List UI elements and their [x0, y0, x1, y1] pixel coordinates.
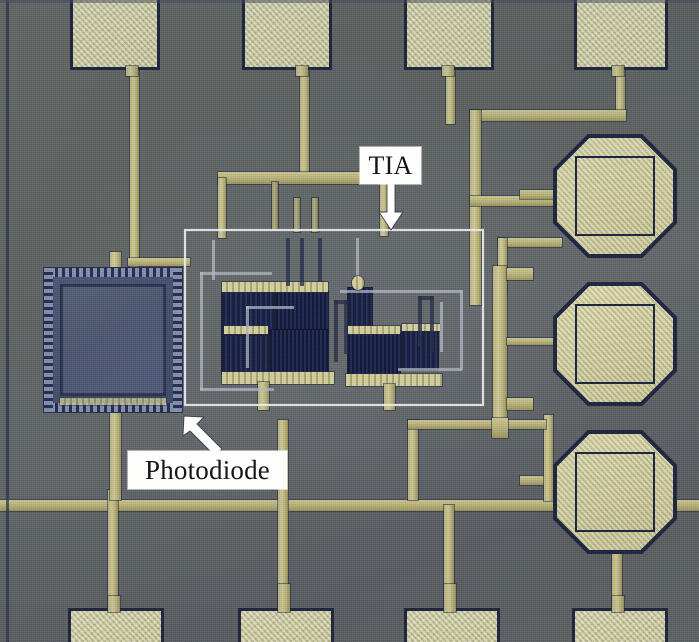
bottom-pad-3-stem: [444, 584, 456, 612]
trace-right-bus-horizontal: [470, 110, 626, 121]
oct-pad-middle-inner: [575, 304, 655, 384]
metal-r-stem: [384, 384, 395, 410]
wire-tia-dark-2: [300, 238, 304, 286]
trace-oct-bottom-feed: [520, 476, 558, 485]
trace-right-bus-inner-foot: [498, 238, 562, 247]
top-pad-1: [70, 0, 160, 70]
photodiode-contact-ring-right: [173, 268, 182, 412]
feedback-resistor-left: [334, 300, 338, 362]
trace-tia-bus-left-leg: [218, 178, 226, 238]
top-pad-3: [404, 0, 494, 70]
wire-tia-dark-1: [286, 238, 290, 286]
metal-cap-l-bottom: [222, 372, 334, 384]
bottom-pad-4-stem: [612, 596, 624, 612]
trace-tia-bus-mid-leg-2: [294, 198, 300, 232]
transistor-block-l3: [222, 336, 268, 374]
transistor-block-r2: [348, 334, 400, 376]
trace-photodiode-left-bus: [128, 258, 190, 266]
trace-lower-vertical-3: [408, 420, 418, 500]
photodiode-contact-ring-bottom: [44, 403, 182, 412]
tia-callout-label: TIA: [360, 147, 421, 184]
trace-center-to-oct-middle: [507, 338, 557, 345]
trace-photodiode-bottom-feed: [110, 408, 121, 500]
wire-tia-f: [398, 368, 462, 371]
bottom-pad-1: [68, 608, 164, 642]
photodiode-contact-ring-left: [44, 268, 53, 412]
bottom-pad-2: [238, 608, 334, 642]
trace-lower-vertical-6: [544, 415, 553, 501]
trace-top-pad-2-drop: [300, 68, 309, 172]
wire-tia-dark-3: [318, 238, 322, 282]
trace-tia-bus-right-leg: [380, 178, 388, 236]
top-pad-1-stem: [126, 66, 138, 76]
bottom-pad-4: [572, 608, 668, 642]
trace-top-pad-1-drop: [130, 68, 139, 383]
trace-tia-bus-mid-leg-3: [312, 198, 318, 232]
photodiode-guard-ring-right: [163, 284, 166, 396]
trace-lower-vertical-4: [444, 505, 454, 608]
trace-photodiode-top-feed: [110, 252, 121, 276]
metal-cap-r-mid: [348, 326, 400, 334]
trace-tia-bus-mid-leg: [272, 182, 278, 230]
feedback-resistor-left-top: [334, 300, 348, 304]
wire-tia-b: [200, 272, 272, 275]
trace-oct-top-feed: [520, 190, 558, 199]
trace-lower-vertical-5: [612, 505, 622, 608]
feedback-resistor-right-top: [418, 296, 434, 300]
metal-l-stem: [258, 382, 269, 410]
tia-label-text: TIA: [368, 150, 413, 180]
trace-tia-top-bus: [218, 172, 388, 184]
transistor-block-l4: [270, 330, 328, 374]
trace-top-pad-3-drop: [446, 68, 455, 124]
wire-tia-k: [212, 240, 215, 280]
top-pad-2-stem: [296, 66, 308, 76]
feedback-resistor-left-b: [344, 300, 348, 354]
bottom-pad-1-stem: [108, 596, 120, 612]
trace-lower-vertical-1: [108, 490, 118, 608]
bottom-pad-3: [404, 608, 500, 642]
trace-right-bus-vertical: [470, 110, 481, 305]
top-pad-4: [574, 0, 668, 70]
wire-tia-g: [440, 302, 443, 352]
wire-tia-a: [200, 272, 203, 390]
photodiode-callout-label: Photodiode: [128, 451, 287, 489]
die-left-edge: [6, 0, 9, 642]
oct-pad-bottom-inner: [575, 452, 655, 532]
top-pad-2: [242, 0, 332, 70]
oct-pad-top-inner: [575, 156, 655, 236]
photodiode-label-text: Photodiode: [144, 454, 270, 485]
trace-center-bar-stub-lower: [507, 398, 533, 410]
trace-lower-vertical-2: [278, 420, 288, 608]
feedback-resistor-right-b: [430, 296, 434, 352]
photodiode-contact-ring-top: [44, 268, 182, 277]
trace-top-pad-4-drop: [616, 68, 625, 116]
feedback-resistor-right: [418, 296, 422, 346]
trace-lower-bus-horizontal: [0, 500, 699, 511]
photodiode-guard-ring: [60, 284, 166, 287]
photodiode-active-area: [60, 284, 166, 396]
wire-tia-i: [246, 306, 294, 309]
wire-tia-h: [246, 306, 249, 368]
trace-right-bus-foot: [470, 196, 565, 206]
die-top-edge: [0, 0, 699, 3]
tia-arrow-icon: [378, 182, 404, 231]
bottom-pad-2-stem: [278, 584, 290, 612]
photodiode-anode-strip: [60, 398, 166, 405]
transistor-block-l2: [276, 292, 328, 332]
trace-center-vertical-bar: [493, 266, 507, 420]
metal-cap-l-top: [222, 282, 328, 292]
top-pad-3-stem: [442, 66, 454, 76]
wire-tia-e: [460, 290, 463, 370]
metal-island-small: [492, 418, 508, 438]
wire-tia-c: [200, 388, 274, 391]
top-pad-4-stem: [612, 66, 624, 76]
photodiode-guard-ring-bottom: [60, 393, 166, 396]
bias-node-blob: [352, 276, 364, 290]
trace-center-bar-stub-upper: [507, 268, 533, 280]
wire-tia-d: [340, 290, 462, 293]
trace-lower-branch-right: [408, 420, 546, 429]
photodiode-guard-ring-left: [60, 284, 63, 396]
